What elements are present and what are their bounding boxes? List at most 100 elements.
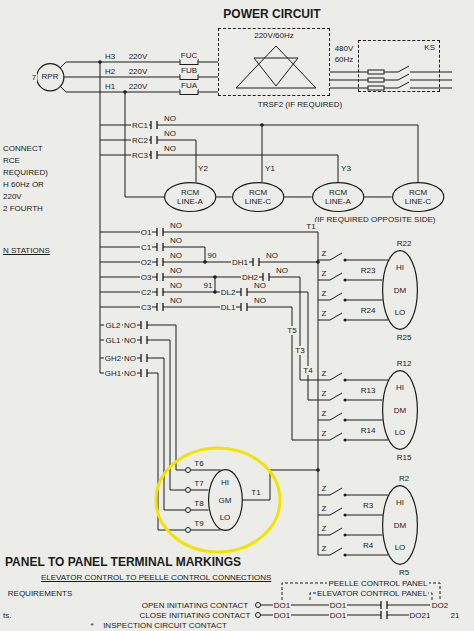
contact-symbol [157, 303, 163, 311]
contact-symbol [157, 258, 163, 266]
wire-label: NO [123, 321, 137, 330]
wire-label: DL1 [220, 303, 237, 312]
wire-label: 60Hz [334, 55, 355, 64]
switch-contact [344, 379, 347, 382]
transformer-windings [236, 46, 316, 88]
wire-label: * [89, 621, 94, 630]
oval-outline [383, 486, 418, 565]
wire-label: RC1 [131, 121, 149, 130]
limit-switch [318, 548, 388, 555]
connector [364, 196, 392, 197]
contact-gap [141, 338, 147, 342]
terminal-symbol [186, 488, 191, 493]
wire-label: 220V [128, 52, 149, 61]
limit-switch [318, 373, 388, 380]
wire-label: R23 [360, 266, 377, 275]
disconnect-box: KS [358, 40, 440, 92]
fuse-symbol [368, 78, 384, 82]
node-text: LO [220, 513, 231, 522]
wire-label: 220V [128, 67, 149, 76]
wire-label: 21 [450, 611, 461, 620]
switch-contact [344, 319, 347, 322]
fuse-symbol [180, 60, 198, 65]
contact-symbol [253, 258, 259, 266]
wire-label: GL2 [104, 321, 121, 330]
wire-label: Z [321, 389, 328, 398]
wire-label: RC3 [131, 151, 149, 160]
contact-gap [157, 305, 163, 309]
wire-label: NO [169, 236, 183, 245]
wire-label: Z [321, 429, 328, 438]
node-text: RCM LINE-A [174, 188, 206, 206]
wire-label: 7 [31, 73, 37, 82]
wire-label: DL2 [220, 288, 237, 297]
transformer-box: 220V/60Hz [218, 28, 330, 96]
contact-symbol [141, 369, 147, 377]
wire-label: FUB [180, 66, 198, 75]
contact-gap [157, 260, 163, 264]
oval-outline [208, 470, 242, 531]
wire-label: CONNECT [2, 144, 44, 153]
wire-label: GH1 [104, 369, 122, 378]
wire-label: NO [169, 251, 183, 260]
contact-gap [151, 153, 157, 157]
junction-dot [213, 275, 217, 279]
wire-label: NO [169, 296, 183, 305]
wire-label: DO1 [329, 611, 347, 620]
wire-label: NO [163, 144, 177, 153]
door-motor-oval: HIDMLO [382, 250, 418, 330]
wire-label: DO21 [409, 611, 432, 620]
wire-label: C2 [140, 288, 152, 297]
switch-contact [344, 534, 347, 537]
junction-dot [260, 123, 264, 127]
contact-symbol [157, 288, 163, 296]
wire-label: C3 [140, 303, 152, 312]
rcm-oval: RCM LINE-C [392, 182, 444, 212]
wire-label: NO [123, 354, 137, 363]
contact-symbol [151, 136, 157, 144]
wires [58, 46, 452, 615]
node-text: RCM LINE-A [322, 188, 354, 206]
contact-gap [141, 371, 147, 375]
wire-label: Y3 [340, 164, 352, 173]
wire-label: C1 [140, 243, 152, 252]
contact-gap [253, 260, 259, 264]
switch-contact [344, 514, 347, 517]
control-rails [100, 62, 166, 373]
wire-label: Z [321, 484, 328, 493]
wire-label: R5 [398, 568, 410, 577]
wire-label: Z [321, 369, 328, 378]
contact-gap [157, 275, 163, 279]
wire-label: R3 [362, 501, 374, 510]
contact-symbol [141, 321, 147, 329]
contact-gap [151, 138, 157, 142]
wire-label: (IF REQUIRED OPPOSITE SIDE) [314, 215, 437, 224]
contact-symbol [141, 336, 147, 344]
wire-label: NO [123, 336, 137, 345]
wire-label: DO1 [273, 611, 291, 620]
wire-label: Z [321, 289, 328, 298]
limit-switch [318, 528, 383, 535]
fuse-symbol [368, 70, 384, 74]
wire-label: PEELLE CONTROL PANEL [327, 579, 428, 588]
node-text: GM [219, 496, 232, 505]
switch-contact [344, 419, 347, 422]
switch-contact [344, 439, 347, 442]
terminal-symbol [186, 468, 191, 473]
wire-label: NO [253, 296, 267, 305]
wire-label: O1 [140, 228, 153, 237]
contact-symbol [141, 354, 147, 362]
wire-label: H 60Hz OR [2, 180, 45, 189]
wire-label: Z [321, 249, 328, 258]
wire-label: OPEN INITIATING CONTACT [141, 601, 249, 610]
wire-label: INSPECTION CIRCUIT CONTACT [102, 621, 228, 630]
wire-label: NO [163, 114, 177, 123]
wire-label: R12 [396, 359, 413, 368]
wire-label: O2 [140, 258, 153, 267]
gate-motor-oval: HIGMLO [208, 469, 243, 531]
junction-dot [316, 260, 320, 264]
wire-label: NO [169, 281, 183, 290]
contact-gap [157, 245, 163, 249]
junction-dot [316, 468, 320, 472]
rcm-oval: RCM LINE-C [232, 182, 284, 212]
